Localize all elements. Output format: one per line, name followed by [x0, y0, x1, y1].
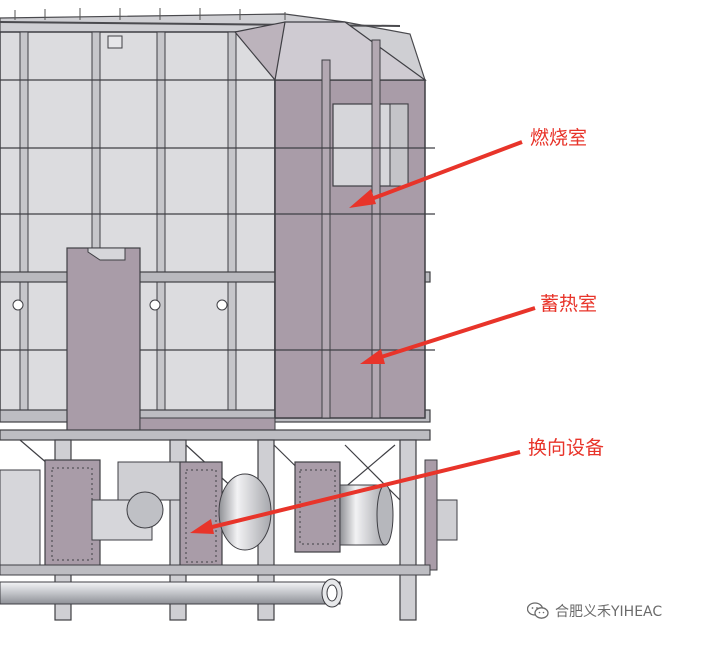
arrowhead-regenerator-chamber [360, 349, 385, 364]
label-switching-equipment: 换向设备 [528, 437, 605, 459]
arrowhead-switching-equipment [190, 519, 214, 534]
arrow-combustion-chamber [365, 140, 523, 203]
annotation-arrows [190, 140, 536, 534]
watermark: 合肥义禾YIHEAC [527, 601, 662, 621]
switching-equipment-assembly [0, 459, 458, 571]
bottom-pipe [0, 564, 431, 608]
label-combustion-chamber: 燃烧室 [530, 127, 588, 149]
watermark-text: 合肥义禾YIHEAC [555, 604, 663, 620]
label-regenerator-chamber: 蓄热室 [540, 293, 598, 315]
arrowhead-combustion-chamber [349, 189, 376, 208]
wechat-icon [527, 602, 549, 619]
combustion-chamber-panel [233, 21, 435, 419]
arrow-regenerator-chamber [377, 306, 536, 360]
arrow-switching-equipment [207, 450, 521, 530]
